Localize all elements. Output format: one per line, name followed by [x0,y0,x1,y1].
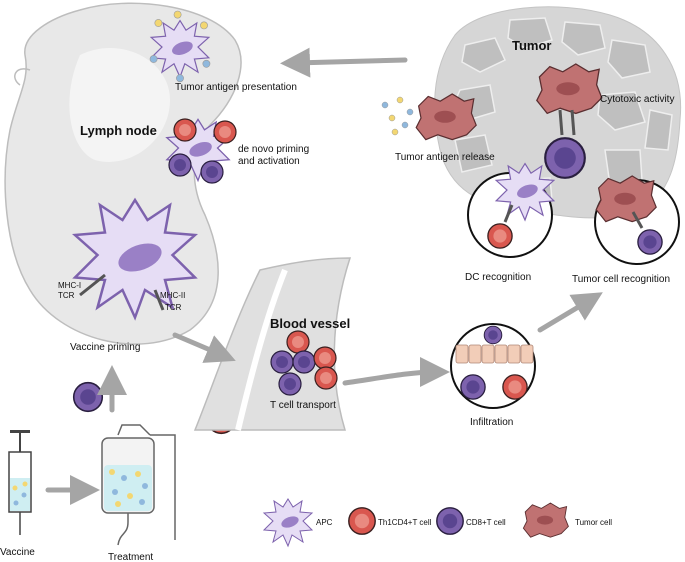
legend-th1-label: Th1CD4+T cell [378,518,432,527]
label-t-cell-transport: T cell transport [270,400,336,411]
arrow-vessel-to-infiltration [342,357,450,388]
cytotoxic-synapse-1 [558,109,564,136]
legend-tumor-label: Tumor cell [575,518,612,527]
arrow-priming-to-vessel [172,332,236,363]
vaccine-syringe [8,430,32,535]
legend-apc-label: APC [316,518,333,527]
lymph-node-body [4,2,242,345]
tumor-cell-recognition-inset [594,175,680,265]
label-tumor: Tumor [512,38,551,53]
legend-th1-icon [348,507,376,535]
label-mhc-ii: MHC-II [160,291,185,300]
lymph-node-cortex [69,47,170,162]
legend-cd8-icon [436,507,464,535]
arrow-tumor-to-lymph [280,47,408,78]
label-tumor-cell-recognition: Tumor cell recognition [572,274,670,285]
label-vaccine: Vaccine [0,547,35,558]
th1-cell-vessel-3 [314,366,338,390]
tumor-cell-antigen-release [415,93,477,141]
label-tcr-right: TCR [165,303,182,312]
label-cytotoxic-activity: Cytotoxic activity [600,94,674,105]
cd8-cell-vessel-3 [278,372,302,396]
apc-antigen-presentation [149,10,211,83]
label-treatment: Treatment [108,552,153,562]
label-vaccine-priming: Vaccine priming [70,342,140,353]
label-dc-recognition: DC recognition [465,272,531,283]
legend-cd8-label: CD8+T cell [466,518,506,527]
mhc-i-tcr-link [79,273,106,297]
lymph-node-vessel [14,68,31,86]
th1-cell-vessel-2 [313,346,337,370]
cd8-cell-vaccine-priming [72,381,104,413]
label-tumor-antigen-release: Tumor antigen release [395,152,495,163]
legend-apc-icon [263,498,313,547]
infiltration-inset [450,323,536,409]
th1-cell-denovo-1 [173,118,197,142]
arrow-infiltration-to-recognition [537,292,603,333]
th1-cell-denovo-2 [213,120,237,144]
label-de-novo-1: de novo priming [238,144,309,155]
label-mhc-i: MHC-I [58,281,81,290]
flow-arrows [45,47,603,505]
treatment-iv-bag [101,424,176,546]
dc-recognition-inset [467,163,555,258]
cd8-cell-vessel-2 [292,350,316,374]
label-lymph-node: Lymph node [80,123,157,138]
th1-cell-vessel-1 [286,330,310,354]
label-tcr-left: TCR [58,291,75,300]
cd8-cell-denovo-2 [200,160,224,184]
cd8-cell-denovo-1 [168,153,192,177]
label-infiltration: Infiltration [470,417,513,428]
legend: APC Th1CD4+T cell CD8+T cell Tumor cell [263,498,612,547]
label-de-novo-2: and activation [238,156,300,167]
cytotoxic-synapse-2 [570,109,576,136]
legend-tumor-icon [522,502,569,538]
mhc-ii-tcr-link [153,289,165,311]
lymph-node [4,2,242,345]
cd8-cell-vessel-1 [270,350,294,374]
label-blood-vessel: Blood vessel [270,316,350,331]
cd8-cell-cytotoxic [544,137,586,179]
tumor-cell-cytotoxic [536,63,603,115]
released-antigens [381,96,414,136]
label-tumor-antigen-presentation: Tumor antigen presentation [175,82,297,93]
